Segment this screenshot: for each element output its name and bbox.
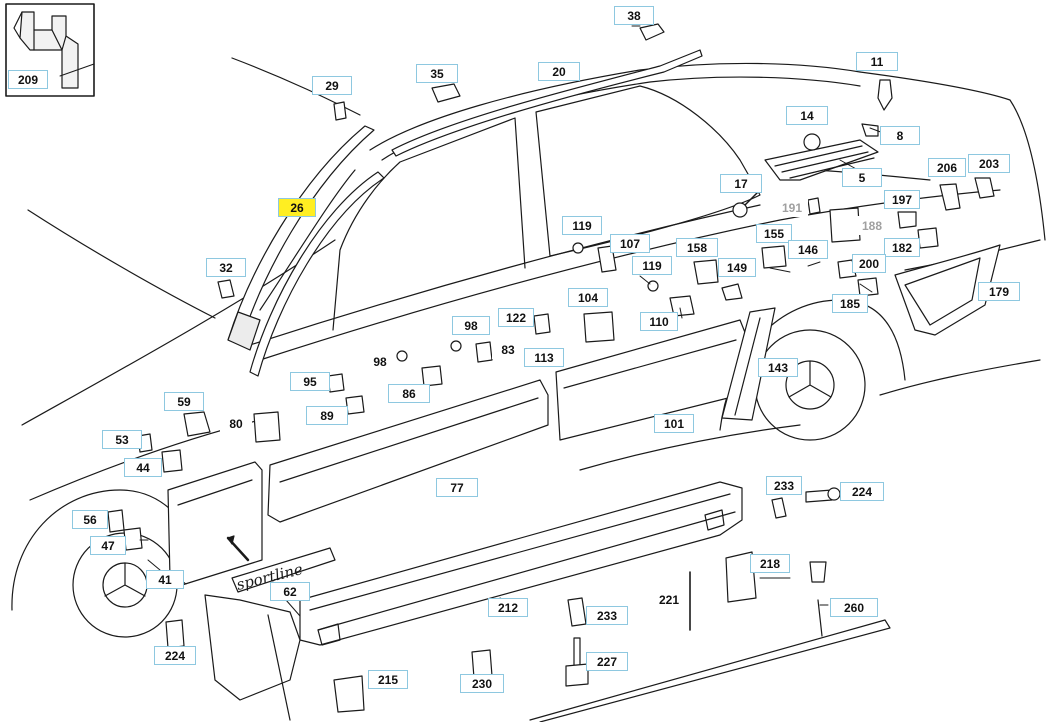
callout-32[interactable]: 32 <box>206 258 246 277</box>
sill-strip <box>529 599 891 722</box>
callout-119-upper[interactable]: 119 <box>562 216 602 235</box>
callout-41[interactable]: 41 <box>146 570 184 589</box>
rear-lamp-bar <box>764 139 879 181</box>
rear-body <box>894 239 1041 336</box>
callout-206[interactable]: 206 <box>928 158 966 177</box>
callout-182[interactable]: 182 <box>884 238 920 257</box>
callout-20[interactable]: 20 <box>538 62 580 81</box>
callout-185[interactable]: 185 <box>832 294 868 313</box>
callout-53[interactable]: 53 <box>102 430 142 449</box>
callout-233-upper[interactable]: 233 <box>766 476 802 495</box>
callout-59[interactable]: 59 <box>164 392 204 411</box>
callout-158[interactable]: 158 <box>676 238 718 257</box>
callout-218[interactable]: 218 <box>750 554 790 573</box>
callout-38[interactable]: 38 <box>614 6 654 25</box>
callout-5[interactable]: 5 <box>842 168 882 187</box>
small-parts <box>107 23 995 713</box>
callout-197[interactable]: 197 <box>884 190 920 209</box>
callout-11[interactable]: 11 <box>856 52 898 71</box>
callout-233-lower[interactable]: 233 <box>586 606 628 625</box>
callout-212[interactable]: 212 <box>488 598 528 617</box>
callout-122[interactable]: 122 <box>498 308 534 327</box>
callout-86[interactable]: 86 <box>388 384 430 403</box>
callout-77[interactable]: 77 <box>436 478 478 497</box>
callout-119-lower[interactable]: 119 <box>632 256 672 275</box>
callout-95[interactable]: 95 <box>290 372 330 391</box>
callout-107[interactable]: 107 <box>610 234 650 253</box>
callout-146[interactable]: 146 <box>788 240 828 259</box>
callout-104[interactable]: 104 <box>568 288 608 307</box>
door-moldings <box>167 307 776 586</box>
callout-260[interactable]: 260 <box>830 598 878 617</box>
callout-98-lower[interactable]: 98 <box>364 352 396 371</box>
callout-230[interactable]: 230 <box>460 674 504 693</box>
callout-98-upper[interactable]: 98 <box>452 316 490 335</box>
callout-221[interactable]: 221 <box>652 590 686 609</box>
callout-215[interactable]: 215 <box>368 670 408 689</box>
callout-179[interactable]: 179 <box>978 282 1020 301</box>
callout-110[interactable]: 110 <box>640 312 678 331</box>
callout-17[interactable]: 17 <box>720 174 762 193</box>
callout-35[interactable]: 35 <box>416 64 458 83</box>
callout-101[interactable]: 101 <box>654 414 694 433</box>
callout-113[interactable]: 113 <box>524 348 564 367</box>
callout-47[interactable]: 47 <box>90 536 126 555</box>
callout-8[interactable]: 8 <box>880 126 920 145</box>
callout-56[interactable]: 56 <box>72 510 108 529</box>
callout-191[interactable]: 191 <box>776 198 808 217</box>
callout-29[interactable]: 29 <box>312 76 352 95</box>
callout-224-lower[interactable]: 224 <box>154 646 196 665</box>
callout-200[interactable]: 200 <box>852 254 886 273</box>
callout-14[interactable]: 14 <box>786 106 828 125</box>
callout-89[interactable]: 89 <box>306 406 348 425</box>
hood-outline <box>21 57 361 426</box>
rocker-panel <box>204 481 743 721</box>
callout-155[interactable]: 155 <box>756 224 792 243</box>
callout-26[interactable]: 26 <box>278 198 316 217</box>
callout-149[interactable]: 149 <box>718 258 756 277</box>
callout-203[interactable]: 203 <box>968 154 1010 173</box>
callout-80[interactable]: 80 <box>220 414 252 433</box>
windshield-molding <box>227 125 385 377</box>
inset-detail-box <box>5 3 95 97</box>
callout-209[interactable]: 209 <box>8 70 48 89</box>
callout-227[interactable]: 227 <box>586 652 628 671</box>
callout-62[interactable]: 62 <box>270 582 310 601</box>
callout-83[interactable]: 83 <box>492 340 524 359</box>
roof-rail-molding <box>391 49 703 157</box>
callout-44[interactable]: 44 <box>124 458 162 477</box>
callout-188[interactable]: 188 <box>856 216 888 235</box>
callout-224-upper[interactable]: 224 <box>840 482 884 501</box>
callout-143[interactable]: 143 <box>758 358 798 377</box>
